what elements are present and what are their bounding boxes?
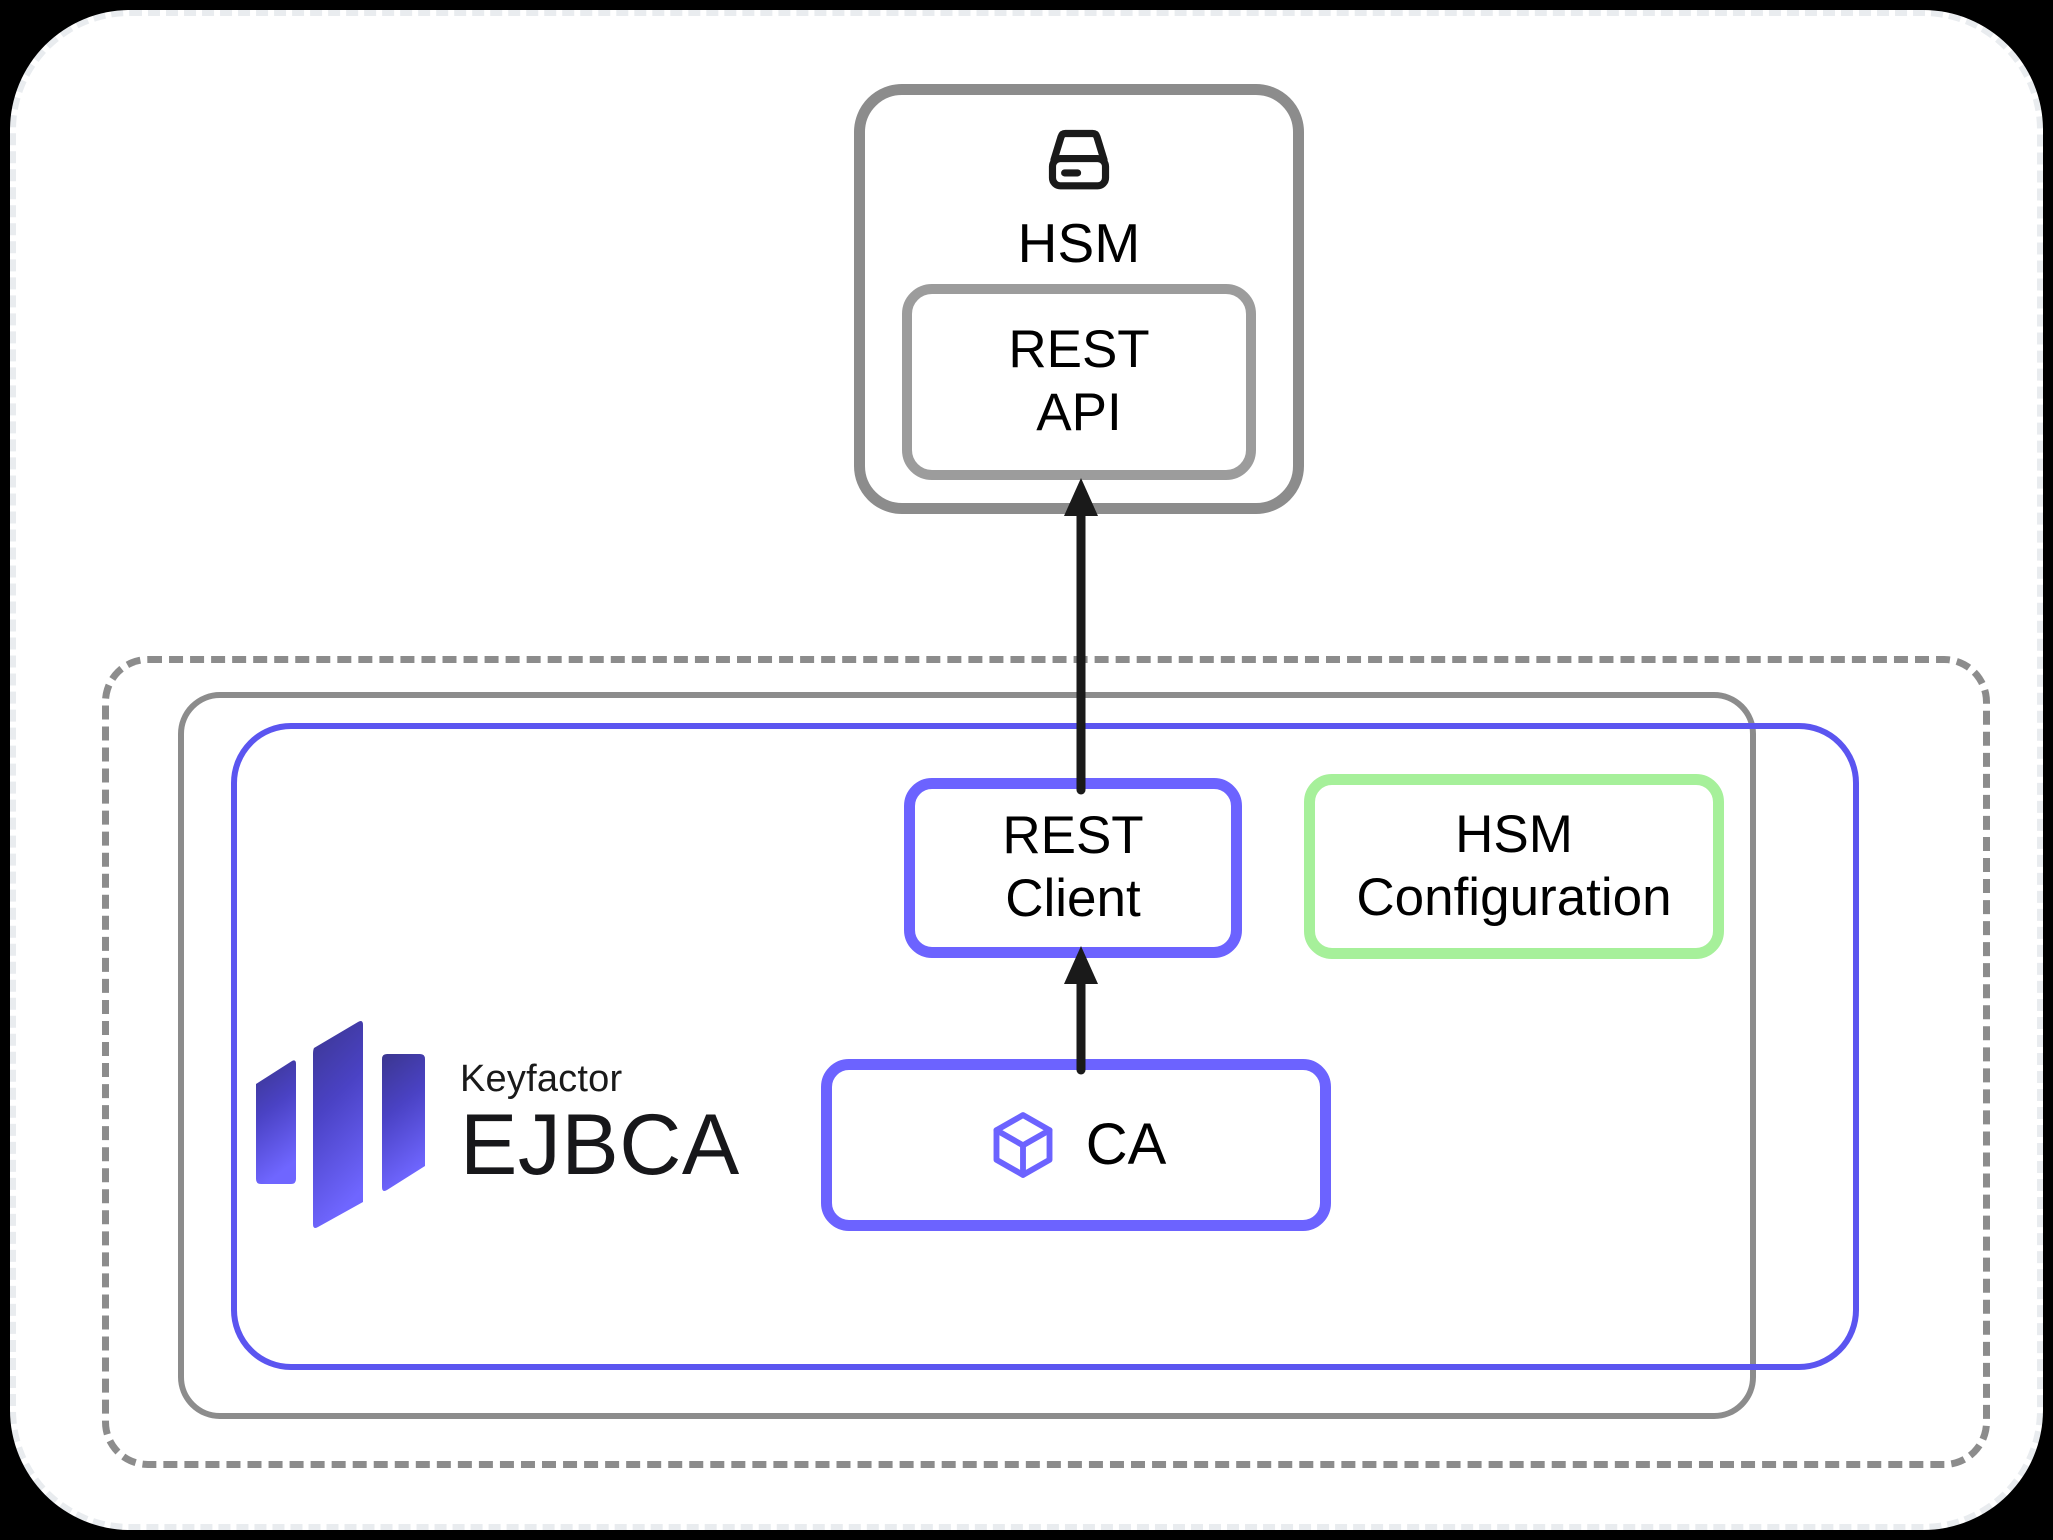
keyfactor-bars-icon — [256, 1021, 425, 1228]
rest-api-node[interactable]: REST API — [902, 284, 1256, 480]
logo-wordmark: Keyfactor EJBCA — [460, 1060, 740, 1188]
hsm-configuration-label-line2: Configuration — [1356, 867, 1672, 927]
logo-brand-name: Keyfactor — [460, 1057, 623, 1100]
ca-label: CA — [1085, 1111, 1167, 1177]
diagram-card: HSM REST API — [10, 10, 2043, 1530]
arrow-rest-client-to-rest-api — [1064, 478, 1098, 795]
outer-dashed-boundary — [102, 656, 1990, 1468]
rest-client-label-line2: Client — [1005, 869, 1141, 928]
ejbca-boundary — [231, 723, 1859, 1370]
hsm-configuration-node[interactable]: HSM Configuration — [1304, 774, 1724, 959]
middle-gray-boundary — [178, 692, 1756, 1419]
ca-node[interactable]: CA — [821, 1059, 1331, 1231]
rest-client-node[interactable]: REST Client — [904, 778, 1242, 958]
rest-api-label-line2: API — [1036, 383, 1122, 442]
rest-api-label-line1: REST — [1008, 320, 1150, 380]
hsm-configuration-label-line1: HSM — [1455, 804, 1573, 864]
hsm-label: HSM — [1017, 212, 1141, 274]
logo-product-name: EJBCA — [460, 1096, 740, 1193]
cube-icon — [993, 1112, 1053, 1178]
rest-client-label-line1: REST — [1002, 806, 1144, 866]
server-icon — [1048, 129, 1110, 190]
keyfactor-ejbca-logo: Keyfactor EJBCA — [254, 1016, 740, 1231]
arrow-ca-to-rest-client — [1064, 946, 1098, 1075]
